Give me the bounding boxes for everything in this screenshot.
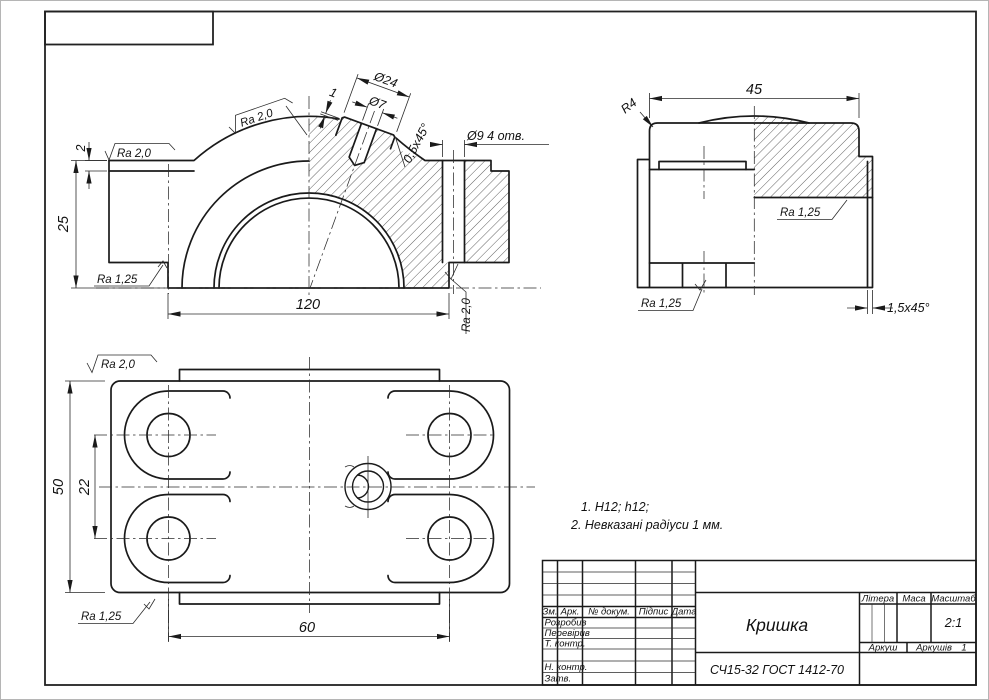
dim-d7-label: Ø7: [366, 93, 388, 113]
dim-25-label: 25: [56, 215, 72, 233]
flag-dome-label: Ra 2,0: [239, 107, 276, 130]
dim-120-label: 120: [296, 297, 320, 313]
flag-plan-label: Ra 2,0: [101, 359, 135, 371]
dim-d24-label: Ø24: [371, 69, 399, 91]
col-date-label: Дата: [670, 607, 696, 618]
side-view: 45 R4 Ra 1,25 Ra 1,25 1,5x45°: [618, 82, 929, 315]
dim-50-label: 50: [51, 479, 67, 495]
sheets-value: 1: [961, 643, 966, 654]
sheet-frame: [44, 10, 977, 686]
note-line-2: 2. Невказані радіуси 1 мм.: [570, 518, 723, 532]
ra125-mid-label: Ra 1,25: [780, 207, 821, 219]
hdr-sheets-label: Аркушів: [915, 643, 952, 654]
technical-notes: 1. H12; h12; 2. Невказані радіуси 1 мм.: [570, 500, 723, 532]
dim-2-label: 2: [74, 144, 88, 152]
ra125-v2-label: Ra 1,25: [641, 298, 682, 310]
chamfer-15x45-label: 1,5x45°: [887, 301, 930, 315]
hdr-scale-label: Масштаб: [931, 594, 976, 605]
dim-1-label: 1: [328, 85, 339, 101]
row-tcontrol-label: Т. контр.: [545, 639, 586, 650]
radius-r4-label: R4: [618, 95, 639, 116]
hdr-mass-label: Маса: [902, 594, 925, 605]
title-block: Зм. Арк. № докум. Підпис Дата Розробив П…: [541, 559, 977, 686]
scale-value: 2:1: [944, 616, 962, 630]
ra125-v3-label: Ra 1,25: [81, 611, 122, 623]
row-approved-label: Затв.: [545, 674, 572, 685]
section-view: Ø7 Ø24 1 0,5x45° 2 25 120: [56, 69, 549, 334]
part-name: Кришка: [746, 615, 809, 635]
dim-60-label: 60: [299, 620, 315, 636]
plan-view: 50 22 60 Ra 2,0 Ra 1,25: [51, 354, 535, 642]
col-ark-label: Арк.: [560, 607, 580, 618]
row-checked-label: Перевірив: [545, 628, 590, 639]
col-sign-label: Підпис: [639, 607, 669, 618]
flag-pad-label: Ra 2,0: [117, 148, 151, 160]
hdr-sheet-label: Аркуш: [868, 643, 898, 654]
col-zm-label: Зм.: [543, 607, 558, 618]
ra125-v1-label: Ra 1,25: [97, 274, 138, 286]
note-line-1: 1. H12; h12;: [581, 500, 650, 514]
row-developed-label: Розробив: [545, 618, 587, 629]
holes-d9-label: Ø9 4 отв.: [466, 129, 525, 143]
row-ncontrol-label: Н. контр.: [545, 662, 588, 673]
hdr-letter-label: Літера: [861, 594, 894, 605]
ra20-step-label: Ra 2,0: [461, 298, 473, 332]
col-doc-label: № докум.: [588, 607, 630, 618]
dim-45-label: 45: [746, 82, 763, 98]
material-spec: СЧ15-32 ГОСТ 1412-70: [710, 663, 844, 677]
dim-22-label: 22: [77, 479, 93, 496]
top-left-stamp-box: [44, 10, 214, 46]
